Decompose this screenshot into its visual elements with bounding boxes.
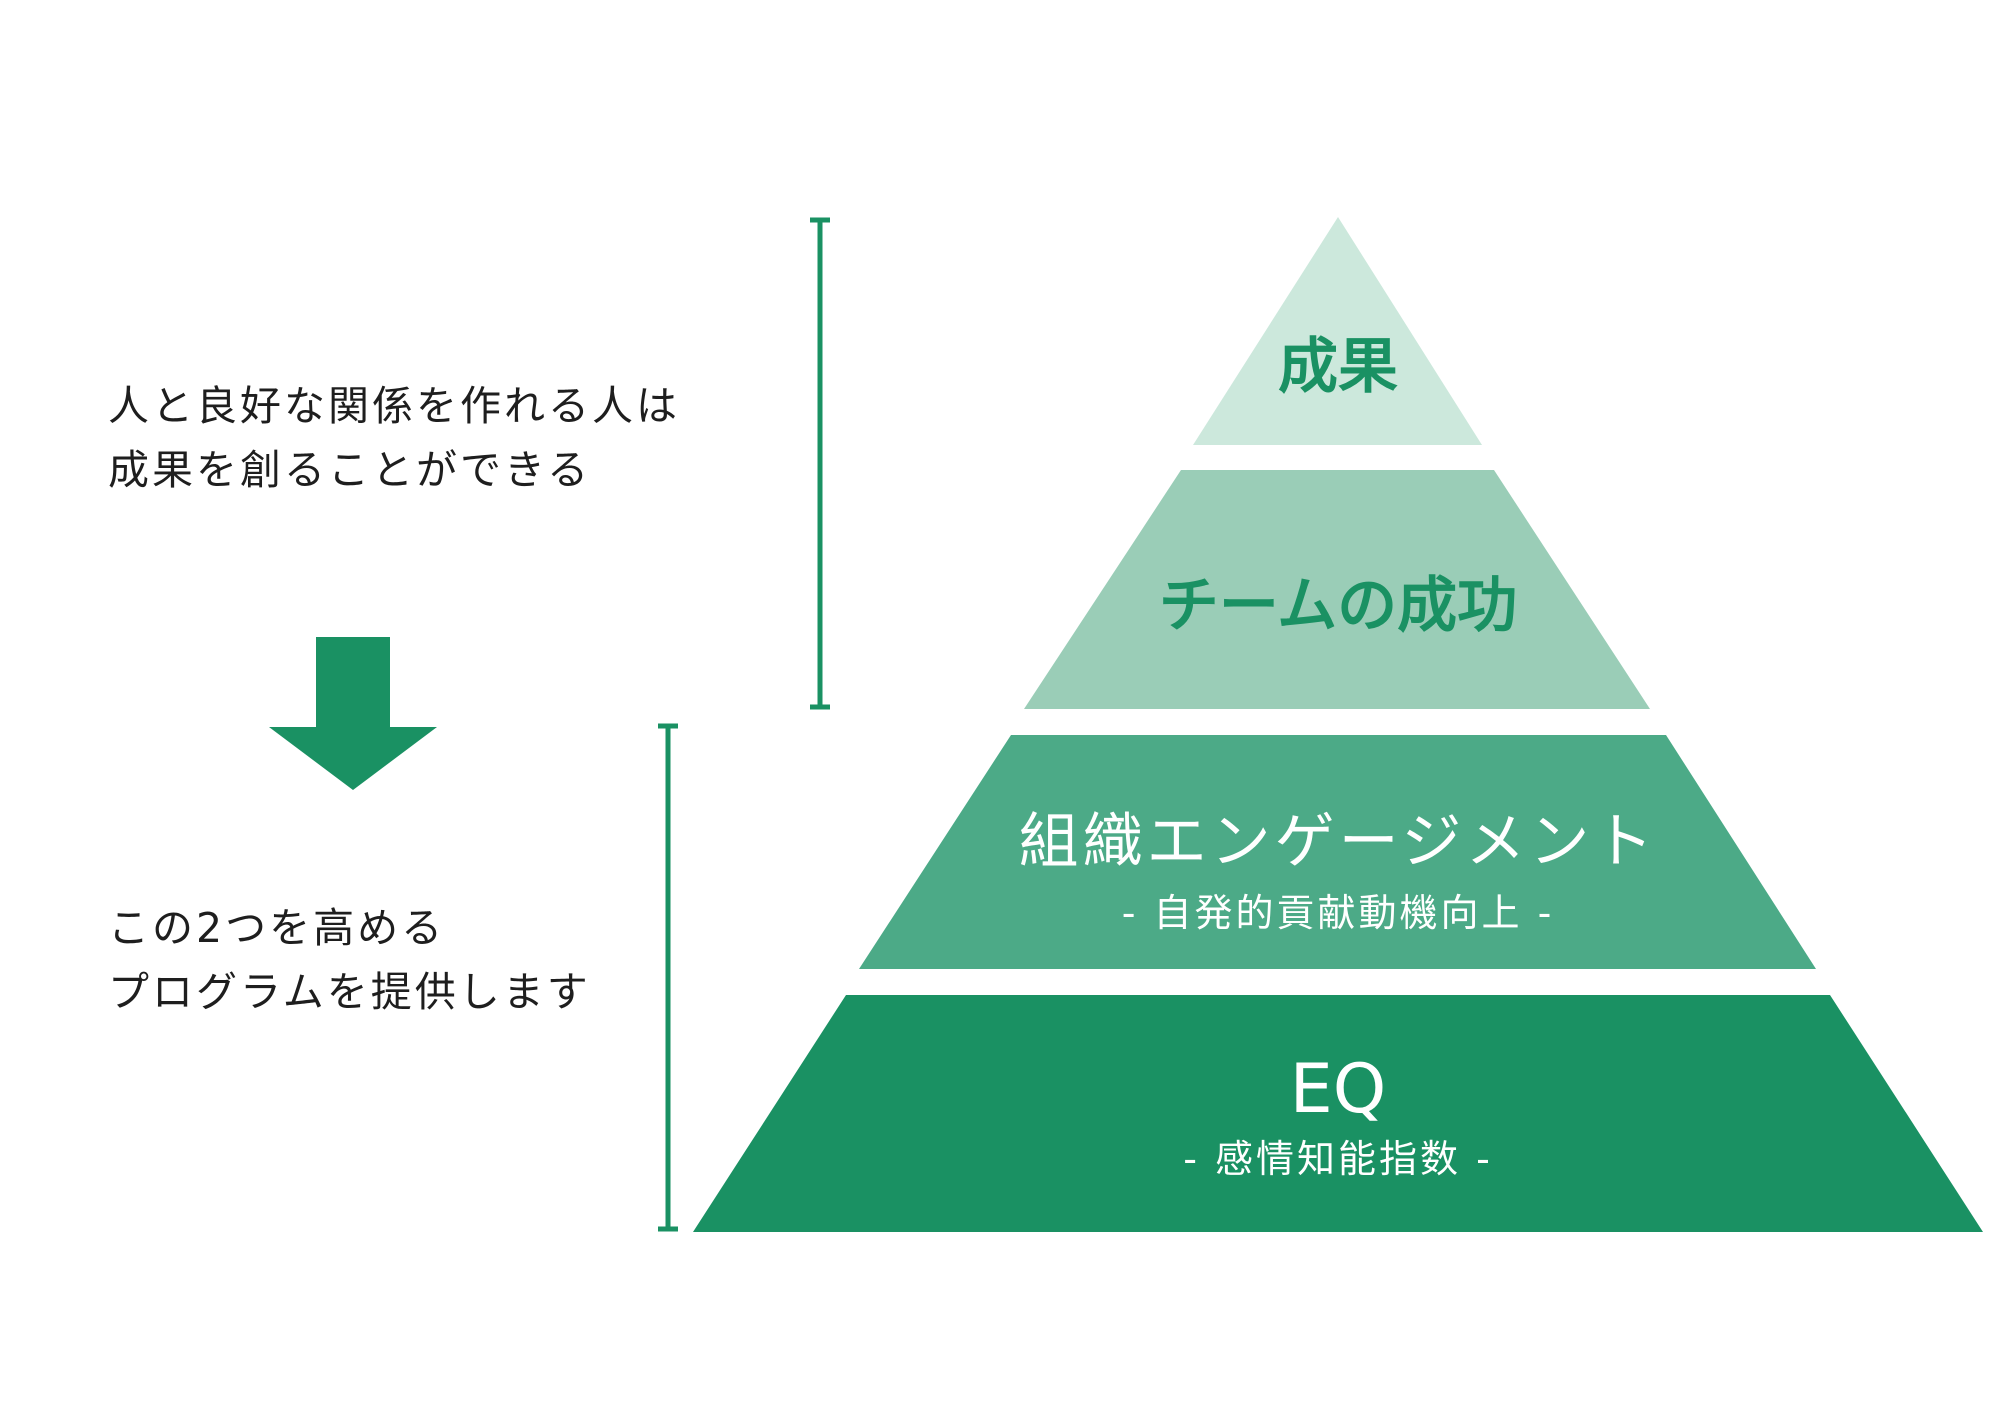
tier-3-subtitle: - 自発的貢献動機向上 - <box>1122 891 1555 935</box>
pyramid-tier-4 <box>693 995 1983 1232</box>
bottom-statement: この2つを高める プログラムを提供します <box>108 896 591 1024</box>
bottom-statement-line-1: この2つを高める <box>108 904 446 952</box>
tier-3-title: 組織エンゲージメント <box>1019 807 1658 877</box>
pyramid-tier-1 <box>1193 217 1482 445</box>
tier-4-title: EQ <box>1290 1050 1387 1129</box>
down-arrow-icon <box>269 637 437 790</box>
tier-1-title: 成果 <box>1278 332 1398 402</box>
tier-2-title: チームの成功 <box>1159 571 1517 641</box>
top-statement-line-2: 成果を創ることができる <box>108 446 592 494</box>
pyramid-tier-2 <box>1024 470 1650 709</box>
bracket-top <box>810 217 830 710</box>
tier-4-subtitle: - 感情知能指数 - <box>1183 1137 1493 1181</box>
bottom-statement-line-2: プログラムを提供します <box>108 968 591 1016</box>
pyramid-tier-3 <box>859 735 1816 969</box>
top-statement: 人と良好な関係を作れる人は 成果を創ることができる <box>108 374 680 502</box>
bracket-bottom <box>658 723 678 1232</box>
top-statement-line-1: 人と良好な関係を作れる人は <box>108 382 680 430</box>
